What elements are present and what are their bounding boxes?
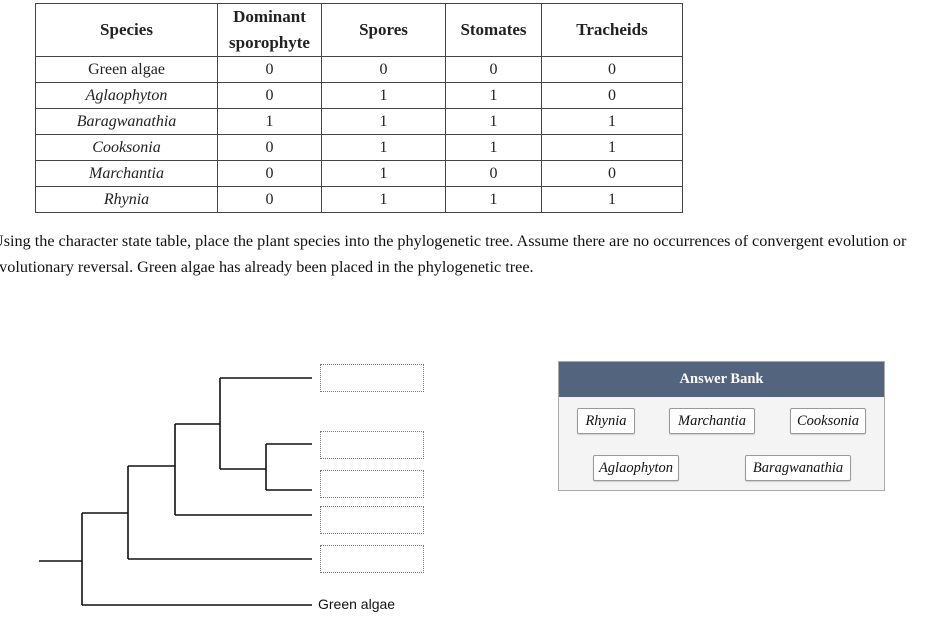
drop-slot[interactable] xyxy=(320,431,424,459)
value-cell: 0 xyxy=(217,134,322,161)
green-algae-label: Green algae xyxy=(318,596,396,612)
value-cell: 1 xyxy=(541,108,683,135)
header-species: Species xyxy=(35,3,218,57)
value-cell: 1 xyxy=(321,82,446,109)
value-cell: 1 xyxy=(321,134,446,161)
table-row: Baragwanathia 1 1 1 1 xyxy=(35,108,683,135)
value-cell: 1 xyxy=(445,186,542,213)
value-cell: 0 xyxy=(445,160,542,187)
value-cell: 1 xyxy=(445,134,542,161)
answer-bank: Answer Bank Rhynia Marchantia Cooksonia … xyxy=(558,361,885,491)
value-cell: 0 xyxy=(217,56,322,83)
value-cell: 0 xyxy=(541,160,683,187)
table-row: Marchantia 0 1 0 0 xyxy=(35,160,683,187)
value-cell: 0 xyxy=(217,82,322,109)
drop-slot[interactable] xyxy=(320,364,424,392)
question-instructions: Using the character state table, place t… xyxy=(0,232,911,276)
species-cell: Aglaophyton xyxy=(35,82,218,109)
drop-slot[interactable] xyxy=(320,470,424,498)
species-cell: Marchantia xyxy=(35,160,218,187)
species-cell: Green algae xyxy=(35,56,218,83)
header-spores: Spores xyxy=(321,3,446,57)
species-cell: Rhynia xyxy=(35,186,218,213)
header-tracheids: Tracheids xyxy=(541,3,683,57)
value-cell: 0 xyxy=(541,56,683,83)
value-cell: 1 xyxy=(321,160,446,187)
species-cell: Baragwanathia xyxy=(35,108,218,135)
table-row: Aglaophyton 0 1 1 0 xyxy=(35,82,683,109)
value-cell: 0 xyxy=(541,82,683,109)
value-cell: 1 xyxy=(321,108,446,135)
value-cell: 1 xyxy=(217,108,322,135)
species-cell: Cooksonia xyxy=(35,134,218,161)
table-row: Rhynia 0 1 1 1 xyxy=(35,186,683,213)
value-cell: 1 xyxy=(445,82,542,109)
answer-chip-cooksonia[interactable]: Cooksonia xyxy=(790,408,866,434)
drop-slot[interactable] xyxy=(320,506,424,534)
header-stomates: Stomates xyxy=(445,3,542,57)
answer-chip-marchantia[interactable]: Marchantia xyxy=(669,408,755,434)
value-cell: 0 xyxy=(217,160,322,187)
value-cell: 0 xyxy=(321,56,446,83)
table-row: Cooksonia 0 1 1 1 xyxy=(35,134,683,161)
answer-chip-aglaophyton[interactable]: Aglaophyton xyxy=(593,455,679,481)
value-cell: 1 xyxy=(445,108,542,135)
answer-chip-rhynia[interactable]: Rhynia xyxy=(577,408,635,434)
answer-bank-title: Answer Bank xyxy=(559,362,884,397)
value-cell: 1 xyxy=(321,186,446,213)
table-row: Green algae 0 0 0 0 xyxy=(35,56,683,83)
value-cell: 1 xyxy=(541,134,683,161)
value-cell: 0 xyxy=(445,56,542,83)
value-cell: 0 xyxy=(217,186,322,213)
drop-slot[interactable] xyxy=(320,545,424,573)
answer-chip-baragwanathia[interactable]: Baragwanathia xyxy=(745,455,851,481)
value-cell: 1 xyxy=(541,186,683,213)
